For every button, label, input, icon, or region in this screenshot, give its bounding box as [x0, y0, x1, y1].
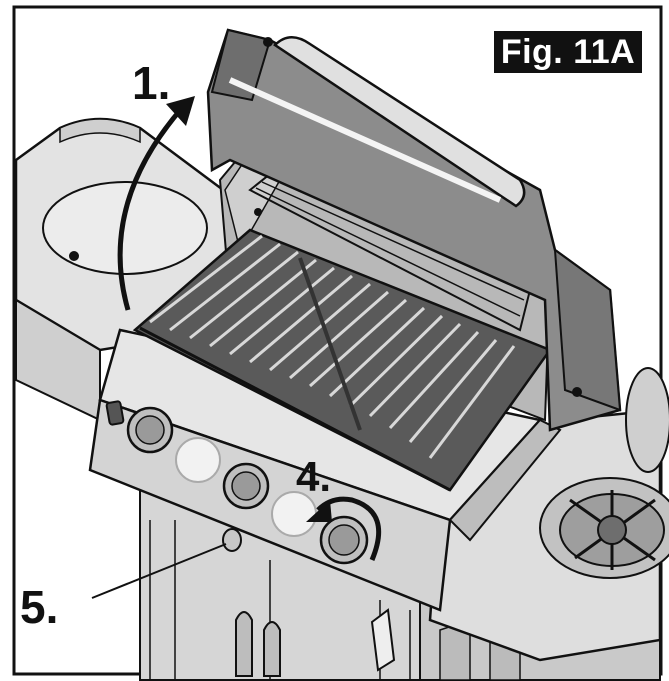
curved-arrow-up-icon: [117, 96, 195, 311]
callout-step-1: 1.: [132, 57, 171, 109]
pointer-line-icon: [91, 543, 227, 599]
callout-step-5: 5.: [20, 581, 59, 633]
knob-2: [175, 437, 221, 483]
cabinet-handle-right: [263, 621, 281, 677]
side-burner-cover: [42, 181, 208, 275]
rotate-arrow-ccw-icon: [306, 496, 382, 561]
control-knobs: [105, 400, 369, 565]
cabinet-handle-left: [235, 611, 253, 677]
callout-step-4: 4.: [296, 453, 332, 500]
lid-frame: [206, 28, 622, 432]
figure-label-badge: Fig. 11A: [494, 31, 642, 73]
igniter-button: [105, 400, 125, 426]
lid-handle-bar: [273, 36, 526, 208]
valve-fitting: [222, 528, 242, 552]
